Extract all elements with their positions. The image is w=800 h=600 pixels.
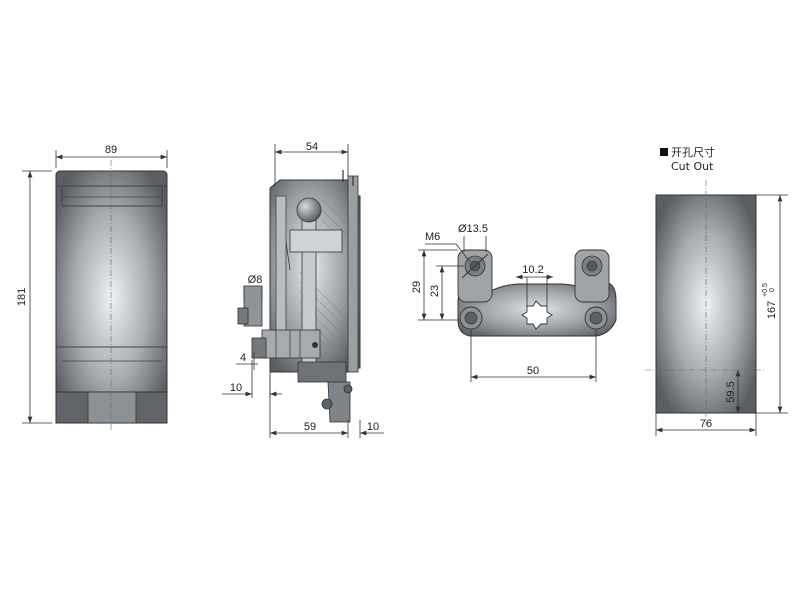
cutout-offset-label: 59.5 (725, 381, 737, 402)
side-bolt-block (261, 329, 321, 359)
side-offset-left-label: 10 (230, 382, 242, 394)
side-bolt (243, 285, 263, 327)
cam-view: M6 Ø13.5 10.2 29 23 50 (411, 223, 617, 382)
cutout-tol-lower: 0 (769, 288, 776, 292)
cutout-width-label: 76 (700, 418, 712, 430)
front-height-label: 181 (16, 288, 28, 306)
side-depth-bottom-label: 59 (304, 421, 316, 433)
cutout-title-en: Cut Out (671, 160, 714, 173)
cutout-square-icon (660, 148, 668, 156)
cutout-view: 开孔尺寸 Cut Out 76 167 +0.5 0 59.5 (645, 145, 788, 436)
cam-height-inner-label: 23 (429, 285, 441, 297)
cutout-tol-upper: +0.5 (762, 283, 769, 297)
side-offset-right-label: 10 (367, 421, 379, 433)
front-body (55, 170, 168, 424)
front-view: 89 181 (16, 144, 168, 432)
cutout-title-cn: 开孔尺寸 (671, 145, 715, 159)
cam-span-label: 50 (527, 365, 539, 377)
side-view: 54 59 10 10 Ø8 4 (222, 141, 384, 438)
side-bolt-diameter-label: Ø8 (248, 274, 263, 286)
cutout-height-label: 167 (766, 301, 778, 319)
side-depth-top-label: 54 (306, 141, 318, 153)
cam-square-size-label: 10.2 (522, 264, 543, 276)
front-width-label: 89 (105, 144, 117, 156)
cam-hole-diameter-label: Ø13.5 (458, 223, 488, 235)
cam-square-hole (521, 300, 553, 330)
cam-height-outer-label: 29 (411, 281, 423, 293)
side-bolt-offset-label: 4 (240, 352, 246, 364)
cam-thread-label: M6 (425, 231, 440, 243)
